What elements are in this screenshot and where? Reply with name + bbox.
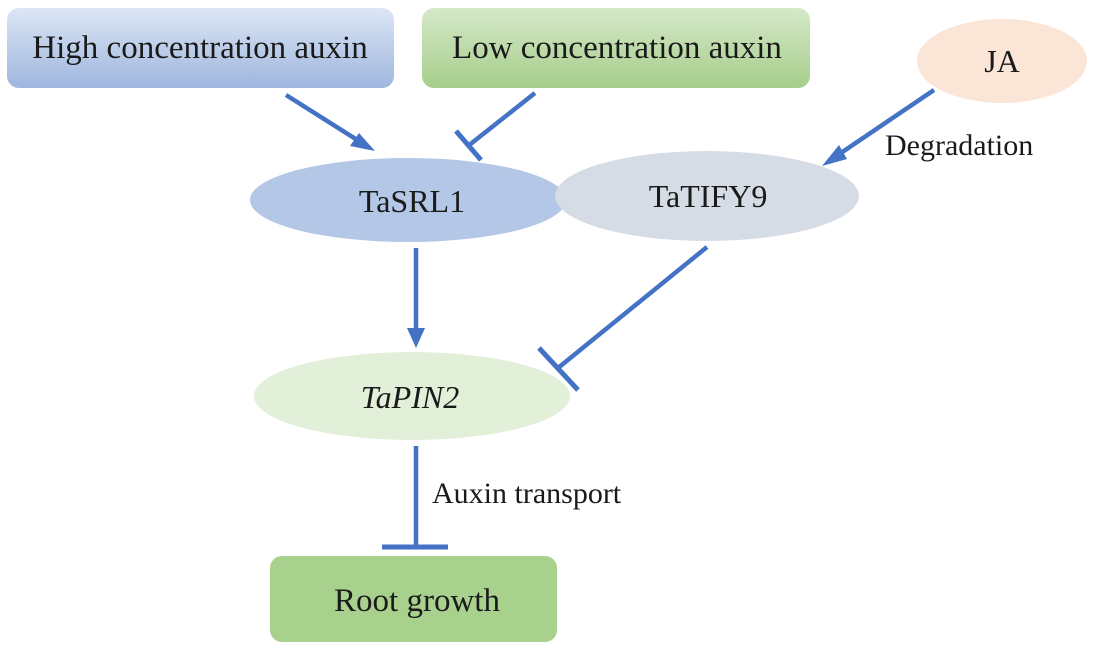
tatify9-label: TaTIFY9 — [649, 178, 768, 214]
inhibition-bar — [537, 346, 580, 392]
edge-low-inhibits-tasrl1 — [454, 91, 537, 162]
tasrl1-node: TaSRL1 — [250, 158, 566, 242]
edge-high-to-tasrl1 — [284, 93, 375, 151]
tapin2-label: TaPIN2 — [361, 379, 459, 415]
edge-tasrl1-to-tapin2 — [407, 248, 425, 348]
root-growth-node: Root growth — [270, 556, 557, 642]
root-growth-label: Root growth — [334, 583, 500, 619]
tasrl1-label: TaSRL1 — [359, 183, 465, 219]
degradation-label: Degradation — [885, 129, 1033, 162]
edge-ja-to-tatify9 — [822, 88, 936, 166]
tapin2-node: TaPIN2 — [254, 352, 570, 440]
edge-tatify9-inhibits-tapin2 — [537, 245, 709, 392]
low-auxin-node: Low concentration auxin — [422, 8, 810, 88]
high-auxin-node: High concentration auxin — [7, 8, 394, 88]
high-auxin-label: High concentration auxin — [32, 30, 367, 66]
arrowhead — [822, 145, 847, 166]
edge-tapin2-inhibits-root — [382, 446, 448, 550]
auxin-transport-label: Auxin transport — [432, 477, 622, 510]
arrowhead — [350, 133, 375, 151]
inhibition-bar — [454, 129, 483, 162]
arrowhead — [407, 328, 425, 348]
low-auxin-label: Low concentration auxin — [452, 30, 782, 66]
tatify9-node: TaTIFY9 — [555, 151, 859, 241]
ja-node: JA — [917, 19, 1087, 103]
ja-label: JA — [984, 43, 1020, 79]
